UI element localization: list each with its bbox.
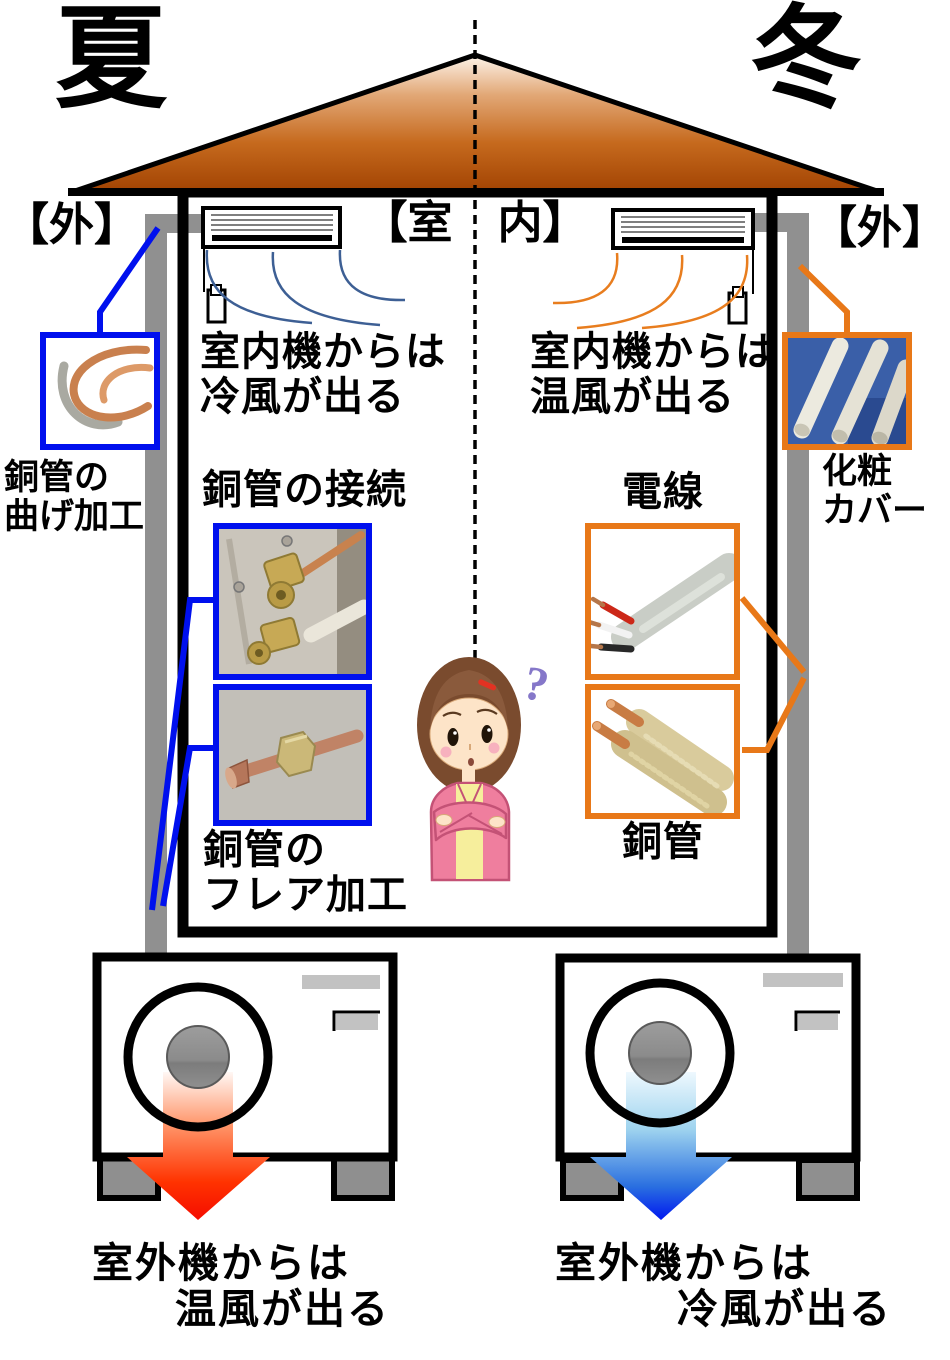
outdoor-warm-line2: 温風が出る	[175, 1285, 390, 1332]
outdoor-warm-text: 室外機からは 温風が出る	[92, 1240, 390, 1333]
winter-heading: 冬	[750, 0, 862, 122]
cold-air-arrow	[590, 1072, 732, 1220]
indoor-cool-line1: 室内機からは	[200, 329, 446, 374]
brass-valve-connection-art	[219, 529, 366, 674]
outside-right-label: 【外】	[812, 203, 948, 253]
indoor-cool-line2: 冷風が出る	[200, 373, 405, 419]
outdoor-cool-line2: 冷風が出る	[677, 1285, 892, 1332]
pipe-flare-photo	[213, 684, 372, 826]
pipe-flare-line1: 銅管の	[203, 827, 326, 872]
pipe-connection-label: 銅管の接続	[202, 467, 407, 512]
indoor-unit-right	[611, 208, 755, 250]
white-duct-covers-art	[788, 338, 906, 444]
cover-line2: カバー	[822, 491, 928, 531]
flared-pipe-art	[219, 690, 366, 820]
decorative-cover-photo	[782, 332, 912, 450]
bent-copper-pipes-art	[57, 345, 154, 430]
warm-airflow-lines	[552, 252, 749, 330]
indoor-unit-left	[201, 206, 342, 249]
indoor-warm-line2: 温風が出る	[530, 373, 735, 419]
thinking-girl-illustration	[417, 657, 521, 882]
indoor-warm-line1: 室内機からは	[530, 329, 776, 374]
vvf-cable-art	[591, 553, 734, 653]
cover-line1: 化粧	[822, 452, 893, 491]
hot-air-arrow	[127, 1072, 270, 1220]
pipe-flare-label: 銅管の フレア加工	[203, 827, 408, 918]
electric-wire-label: 電線	[622, 469, 704, 514]
pipe-connection-photo	[213, 523, 372, 680]
outdoor-cool-text: 室外機からは 冷風が出る	[555, 1240, 892, 1333]
electric-wire-photo	[585, 523, 740, 680]
decorative-cover-label: 化粧 カバー	[822, 452, 927, 530]
cool-airflow-lines	[205, 249, 406, 327]
pipe-bending-photo	[40, 332, 160, 450]
summer-heading: 夏	[55, 0, 167, 122]
indoor-cool-text: 室内機からは 冷風が出る	[200, 329, 446, 420]
pipe-bending-line2: 曲げ加工	[4, 497, 145, 537]
room-label: 【室 内】	[362, 198, 588, 248]
pipe-bending-label: 銅管の 曲げ加工	[4, 458, 144, 536]
refrigerant-pipe-left	[145, 214, 207, 960]
outdoor-unit-left	[92, 952, 398, 1220]
insulated-copper-pipes-art	[592, 699, 734, 813]
outside-left-label: 【外】	[4, 200, 140, 250]
indoor-warm-text: 室内機からは 温風が出る	[530, 329, 776, 420]
copper-pipe-photo	[585, 684, 740, 819]
pipe-bending-line1: 銅管の	[4, 458, 110, 497]
connector-lines-blue	[97, 226, 213, 911]
copper-pipe-label: 銅管	[622, 819, 704, 864]
pipe-flare-line2: フレア加工	[203, 871, 408, 917]
connector-lines-orange	[739, 263, 850, 753]
outdoor-unit-right	[555, 953, 861, 1220]
outdoor-cool-line1: 室外機からは	[555, 1240, 813, 1286]
outdoor-warm-line1: 室外機からは	[92, 1240, 350, 1286]
